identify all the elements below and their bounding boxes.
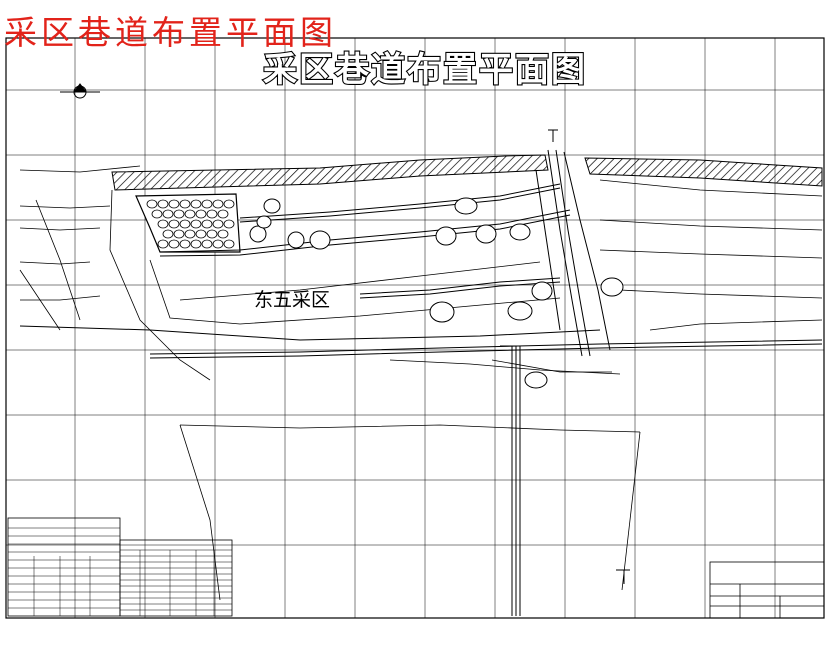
goaf-stone	[206, 229, 218, 239]
goaf-stone	[201, 199, 213, 209]
goaf-stone	[195, 209, 207, 219]
goaf-stone	[168, 199, 180, 209]
goaf-stone	[173, 209, 185, 219]
title-block	[709, 561, 825, 619]
banner-title: 采区巷道布置平面图	[263, 50, 587, 90]
equipment-symbols	[249, 197, 624, 389]
goaf-stone	[223, 199, 235, 209]
page-title: 采区巷道布置平面图	[4, 13, 337, 52]
legend-table-rows	[8, 527, 232, 616]
goaf-stone	[212, 199, 224, 209]
hatched-boundary-strip	[111, 154, 549, 191]
goaf-stone	[179, 219, 191, 229]
survey-marker	[616, 569, 630, 584]
goaf-stone	[151, 209, 163, 219]
seam-contours	[19, 165, 823, 601]
goaf-stone	[184, 229, 196, 239]
goaf-stone	[168, 219, 180, 229]
goaf-stone-pattern	[146, 199, 235, 249]
survey-marker-top	[548, 129, 558, 142]
hatched-boundary-strip-east	[584, 157, 823, 187]
goaf-stone	[217, 209, 229, 219]
goaf-stone	[190, 199, 202, 209]
goaf-stone	[146, 199, 158, 209]
goaf-stone	[179, 199, 191, 209]
north-arrow-icon	[60, 83, 100, 99]
goaf-stone	[212, 239, 224, 249]
shaft-lines	[500, 345, 521, 616]
goaf-stone	[168, 239, 180, 249]
legend-tables	[7, 517, 233, 617]
district-label: 东五采区	[254, 289, 330, 311]
goaf-stone	[157, 219, 169, 229]
goaf-stone	[173, 229, 185, 239]
goaf-stone	[157, 239, 169, 249]
goaf-stone	[184, 209, 196, 219]
goaf-stone	[201, 239, 213, 249]
goaf-stone	[190, 219, 202, 229]
goaf-stone	[217, 229, 229, 239]
goaf-stone	[206, 209, 218, 219]
goaf-stone	[179, 239, 191, 249]
goaf-stone	[223, 219, 235, 229]
goaf-stone	[162, 209, 174, 219]
goaf-stone	[190, 239, 202, 249]
drawing-frame	[5, 37, 825, 619]
goaf-stone	[157, 199, 169, 209]
goaf-stone	[162, 229, 174, 239]
goaf-stone	[212, 219, 224, 229]
goaf-stone	[223, 239, 235, 249]
coordinate-grid	[6, 38, 824, 618]
goaf-stone	[201, 219, 213, 229]
roadways	[19, 149, 823, 359]
goaf-stone	[195, 229, 207, 239]
